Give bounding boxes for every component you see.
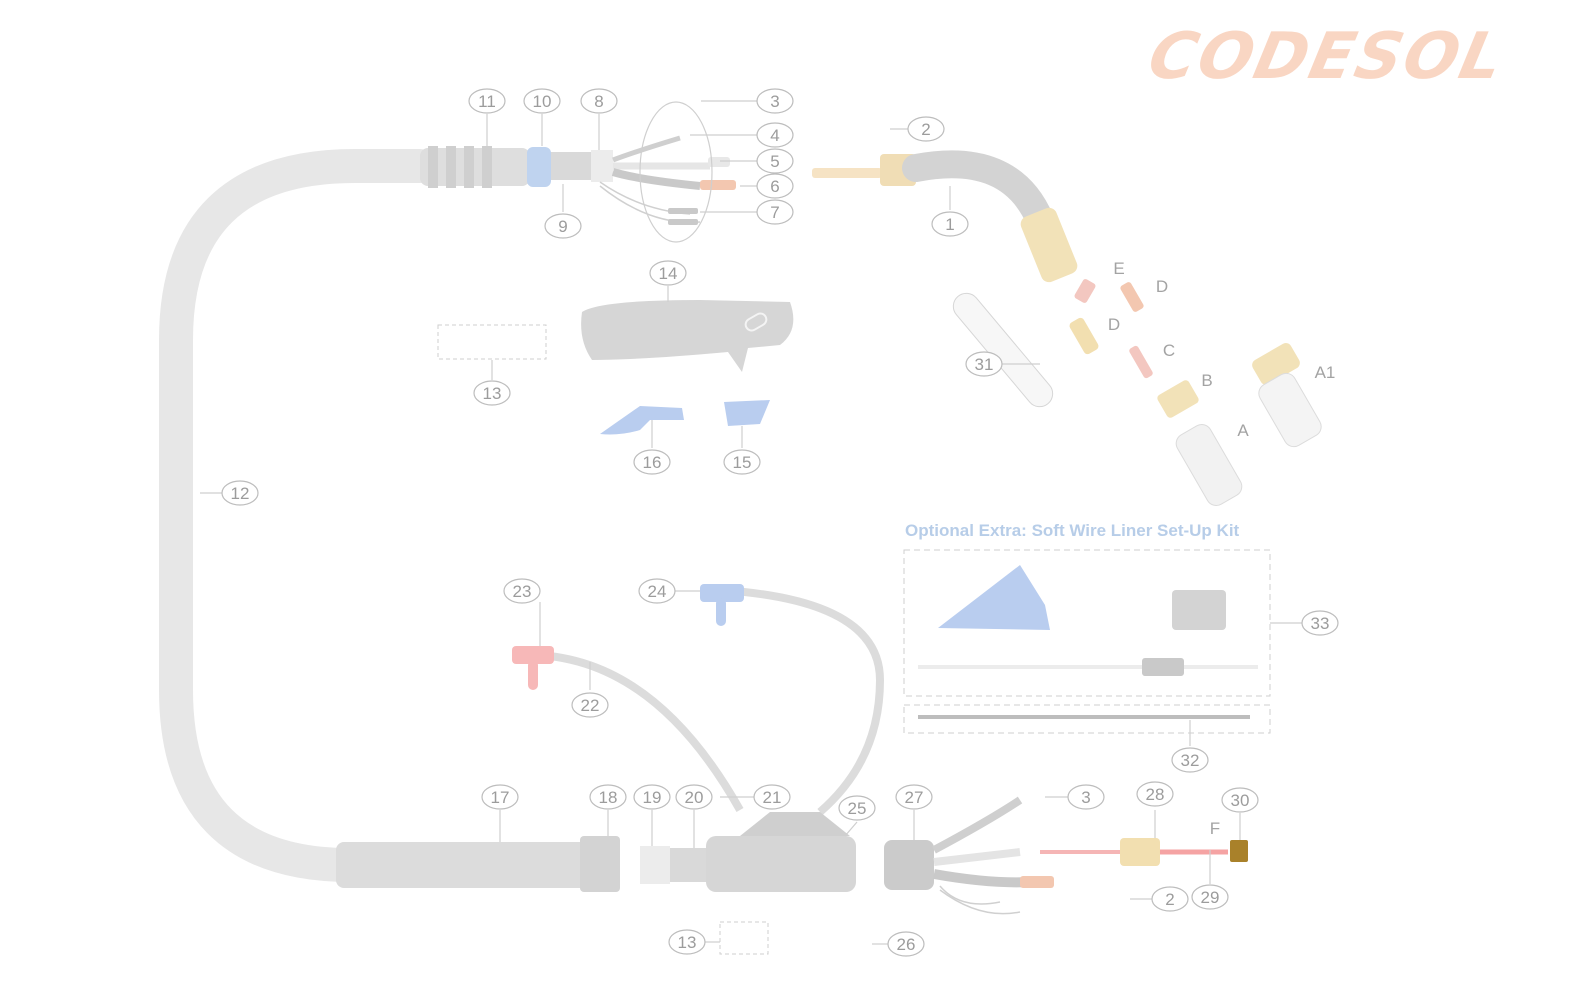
leader-lines [200, 100, 1302, 945]
callout-31: 31 [965, 351, 1003, 377]
callout-13: 13 [668, 929, 706, 955]
callout-28: 28 [1136, 781, 1174, 807]
consumables [952, 279, 1322, 506]
callout-29: 29 [1191, 884, 1229, 910]
callout-9: 9 [544, 213, 582, 239]
central-connector [336, 584, 1248, 955]
optional-kit [903, 549, 1271, 734]
callout-number: 26 [897, 935, 916, 954]
callout-14: 14 [649, 260, 687, 286]
callout-number: 14 [659, 264, 678, 283]
callout-22: 22 [571, 692, 609, 718]
callout-13: 13 [473, 380, 511, 406]
torch-rear-body [420, 101, 736, 243]
callout-number: 17 [491, 788, 510, 807]
callout-number: 11 [478, 92, 496, 111]
callout-number: 1 [945, 215, 954, 234]
callout-number: 13 [483, 384, 502, 403]
callout-24: 24 [638, 578, 676, 604]
callout-26: 26 [887, 931, 925, 957]
callout-number: 30 [1231, 791, 1250, 810]
callout-number: 24 [648, 582, 667, 601]
callout-number: 32 [1181, 751, 1200, 770]
callout-17: 17 [481, 784, 519, 810]
callout-number: 27 [905, 788, 924, 807]
callout-5: 5 [756, 148, 794, 174]
callout-number: 16 [643, 453, 662, 472]
callout-2: 2 [907, 116, 945, 142]
callout-number: 23 [513, 582, 532, 601]
callout-19: 19 [633, 784, 671, 810]
callout-number: 2 [921, 120, 930, 139]
callout-number: 31 [975, 355, 994, 374]
callout-4: 4 [756, 122, 794, 148]
callout-number: 25 [848, 799, 867, 818]
callout-number: 9 [558, 217, 567, 236]
part-letter-C: C [1163, 341, 1175, 360]
callout-3: 3 [1067, 784, 1105, 810]
callout-number: 28 [1146, 785, 1165, 804]
optional-kit-title: Optional Extra: Soft Wire Liner Set-Up K… [905, 521, 1240, 540]
part-letter-A: A [1237, 421, 1249, 440]
callout-3: 3 [756, 88, 794, 114]
part-letter-F: F [1210, 819, 1220, 838]
callout-number: 20 [685, 788, 704, 807]
callout-number: 33 [1311, 614, 1330, 633]
swan-neck [812, 150, 1078, 283]
callout-20: 20 [675, 784, 713, 810]
callout-33: 33 [1301, 610, 1339, 636]
callout-27: 27 [895, 784, 933, 810]
callout-number: 12 [231, 484, 250, 503]
callout-18: 18 [589, 784, 627, 810]
main-cable [159, 149, 617, 882]
callout-10: 10 [523, 88, 561, 114]
part-letter-E: E [1113, 259, 1124, 278]
callout-6: 6 [756, 173, 794, 199]
callout-number: 29 [1201, 888, 1220, 907]
callout-1: 1 [931, 211, 969, 237]
callout-2: 2 [1151, 886, 1189, 912]
callout-number: 3 [770, 92, 779, 111]
handle-and-triggers [437, 300, 794, 435]
part-letter-D: D [1156, 277, 1168, 296]
callout-number: 4 [770, 126, 779, 145]
callout-number: 2 [1165, 890, 1174, 909]
callout-number: 19 [643, 788, 662, 807]
callout-number: 13 [678, 933, 697, 952]
callout-30: 30 [1221, 787, 1259, 813]
callout-number: 8 [594, 92, 603, 111]
callout-16: 16 [633, 449, 671, 475]
callout-32: 32 [1171, 747, 1209, 773]
callout-number: 3 [1081, 788, 1090, 807]
part-letter-A1: A1 [1315, 363, 1336, 382]
part-letter-D: D [1108, 315, 1120, 334]
callout-21: 21 [753, 784, 791, 810]
callout-number: 15 [733, 453, 752, 472]
callout-23: 23 [503, 578, 541, 604]
callout-15: 15 [723, 449, 761, 475]
part-letter-labels: E D D C B A A1F [1108, 259, 1336, 838]
callout-number: 18 [599, 788, 618, 807]
callout-8: 8 [580, 88, 618, 114]
callout-7: 7 [756, 199, 794, 225]
callout-number: 21 [763, 788, 782, 807]
callout-number: 22 [581, 696, 600, 715]
callout-number: 7 [770, 203, 779, 222]
callout-number: 10 [533, 92, 552, 111]
part-letter-B: B [1201, 371, 1212, 390]
callout-25: 25 [838, 795, 876, 821]
callout-11: 11 [468, 88, 506, 114]
callout-12: 12 [221, 480, 259, 506]
callout-number: 5 [770, 152, 779, 171]
callout-number: 6 [770, 177, 779, 196]
